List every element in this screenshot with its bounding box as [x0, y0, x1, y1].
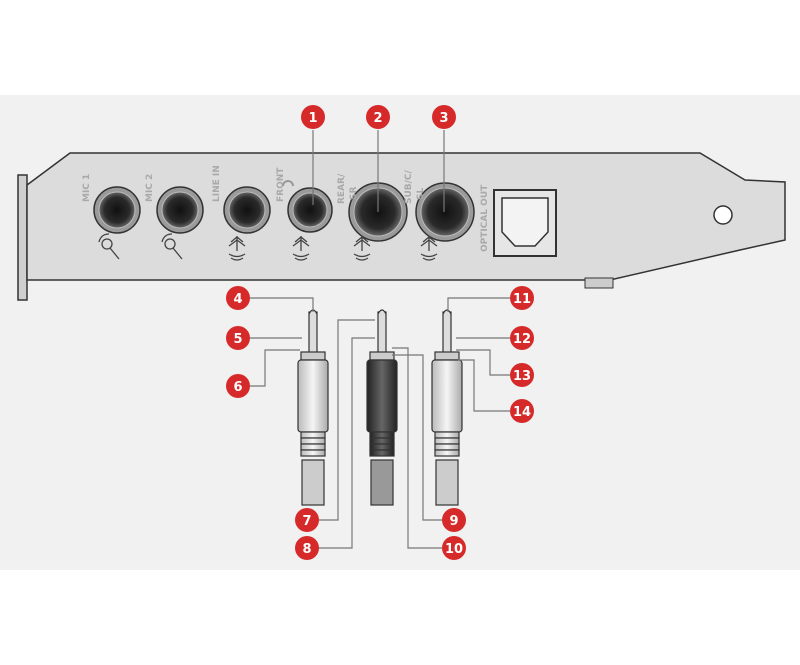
- mounting-hole: [713, 205, 733, 225]
- headphones-icon: [282, 180, 294, 187]
- plug-4-pole: [431, 309, 463, 506]
- callout-number: 8: [302, 542, 311, 557]
- callout-number: 2: [373, 111, 382, 126]
- audio-wave-icon: [292, 236, 310, 261]
- callout-7: 7: [295, 508, 319, 532]
- port-label-2: SL: [416, 188, 426, 200]
- callout-3: 3: [432, 105, 456, 129]
- callout-6: 6: [226, 374, 250, 398]
- leader-lines: [250, 130, 510, 549]
- callout-number: 6: [233, 380, 242, 395]
- callout-number: 11: [513, 292, 531, 307]
- callout-number: 1: [308, 111, 317, 126]
- microphone-icon: [161, 233, 183, 260]
- jack-front: [287, 187, 333, 261]
- callout-number: 7: [302, 514, 311, 529]
- plug-3-pole: [297, 309, 329, 506]
- callout-12: 12: [510, 326, 534, 350]
- microphone-icon: [98, 233, 120, 260]
- plug-4-pole-dark: [366, 309, 398, 506]
- callout-10: 10: [442, 536, 466, 560]
- port-label-2: SR: [349, 187, 359, 200]
- callout-2: 2: [366, 105, 390, 129]
- callout-5: 5: [226, 326, 250, 350]
- callout-number: 4: [233, 292, 242, 307]
- callout-13: 13: [510, 363, 534, 387]
- optical-out-port: [493, 189, 557, 257]
- callout-number: 14: [513, 405, 531, 420]
- callout-number: 9: [449, 514, 458, 529]
- port-label: MIC 2: [145, 174, 155, 202]
- callout-9: 9: [442, 508, 466, 532]
- jack-sub-c-: [415, 182, 475, 261]
- port-label: REAR/: [337, 173, 347, 204]
- port-label: FRONT: [276, 167, 286, 202]
- port-label: LINE IN: [212, 165, 222, 202]
- callout-4: 4: [226, 286, 250, 310]
- callout-1: 1: [301, 105, 325, 129]
- callout-number: 12: [513, 332, 531, 347]
- callout-11: 11: [510, 286, 534, 310]
- callout-number: 13: [513, 369, 531, 384]
- port-label-optical-out: OPTICAL OUT: [480, 184, 490, 252]
- jack-mic-1: [93, 186, 141, 260]
- callout-number: 10: [445, 542, 463, 557]
- callout-8: 8: [295, 536, 319, 560]
- callout-number: 5: [233, 332, 242, 347]
- jack-mic-2: [156, 186, 204, 260]
- audio-wave-icon: [420, 236, 438, 261]
- audio-wave-icon: [228, 236, 246, 261]
- port-label: MIC 1: [82, 174, 92, 202]
- port-label: SUB/C/: [404, 169, 414, 204]
- callout-number: 3: [439, 111, 448, 126]
- jack-line-in: [223, 186, 271, 261]
- audio-wave-icon: [353, 236, 371, 261]
- callout-14: 14: [510, 399, 534, 423]
